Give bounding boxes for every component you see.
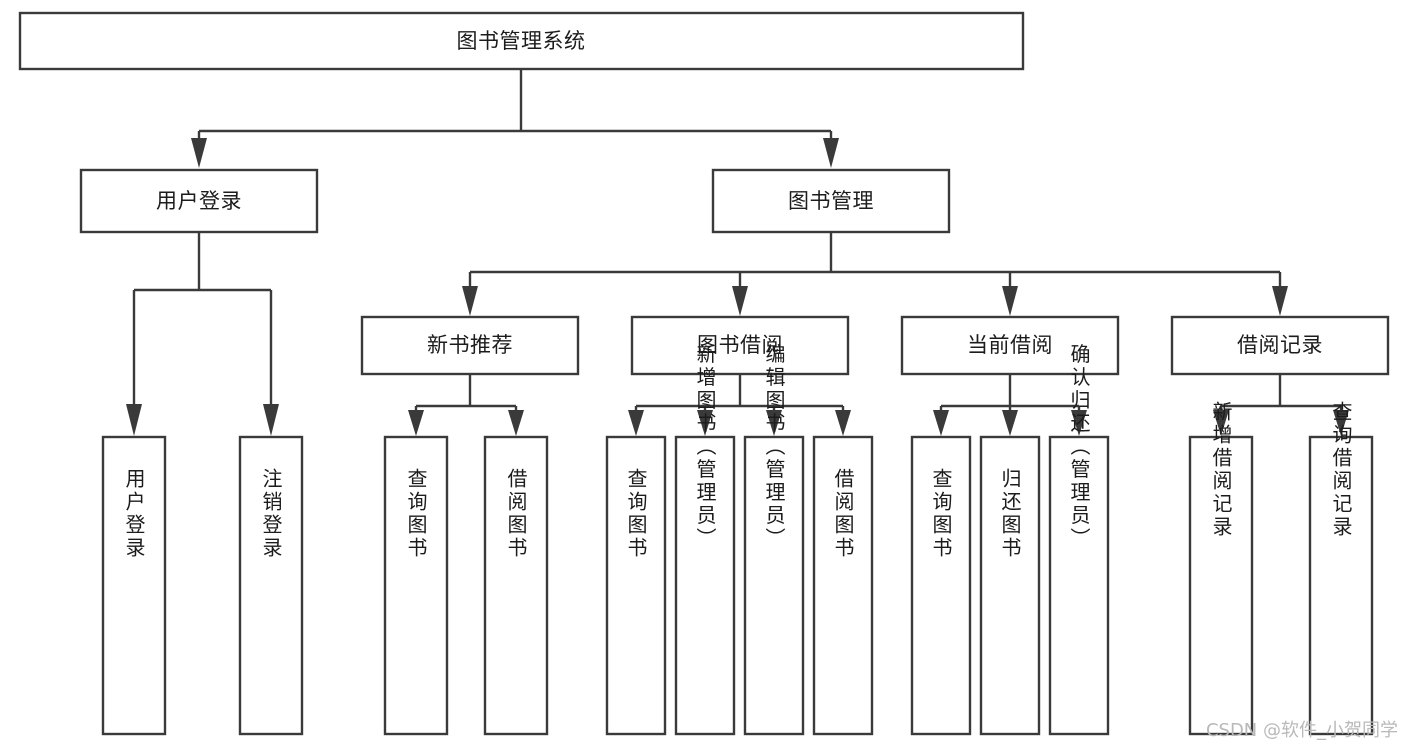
arrow-head-new-book-rec	[462, 286, 478, 316]
leaf-node-current-borrow-2-label: 归还图书	[998, 468, 1022, 560]
leaf-node-book-borrow-1-label: 查询图书	[624, 468, 648, 560]
leaf-node-book-borrow-1[interactable]: 查询图书	[605, 435, 667, 736]
leaf-node-new-book-rec-1[interactable]: 查询图书	[383, 435, 449, 736]
connector-group-new-book-rec	[408, 374, 524, 436]
node-book-borrow-label: 图书借阅	[697, 333, 783, 357]
arrow-head-leaf-user-login-2	[263, 404, 279, 436]
arrow-head-leaf-cb-3	[1071, 410, 1087, 436]
node-book-borrow-box[interactable]	[630, 315, 850, 376]
node-book-manage[interactable]: 图书管理	[711, 168, 951, 234]
leaf-node-current-borrow-1-box[interactable]	[910, 435, 972, 736]
arrow-head-current-borrow	[1002, 286, 1018, 316]
node-new-book-rec-box[interactable]	[360, 315, 580, 376]
arrow-head-leaf-bb-1	[628, 410, 644, 436]
leaf-node-book-borrow-2-label: 新增图书（管理员）	[693, 343, 717, 550]
leaf-node-book-borrow-3[interactable]: 编辑图书（管理员）	[743, 343, 805, 736]
arrow-head-leaf-bb-2	[697, 410, 713, 436]
connector-group-user-login	[126, 233, 279, 436]
node-borrow-record-box[interactable]	[1170, 315, 1390, 376]
leaf-node-current-borrow-2[interactable]: 归还图书	[979, 435, 1041, 736]
node-book-manage-box[interactable]	[711, 168, 951, 234]
leaf-node-book-borrow-4-box[interactable]	[812, 435, 874, 736]
arrow-head-leaf-nbr-1	[408, 410, 424, 436]
leaf-node-current-borrow-1-label: 查询图书	[929, 468, 953, 560]
node-current-borrow-box[interactable]	[900, 315, 1120, 376]
leaf-node-borrow-record-1-box[interactable]	[1188, 435, 1254, 736]
node-book-borrow[interactable]: 图书借阅	[630, 315, 850, 376]
arrow-head-leaf-cb-2	[1002, 410, 1018, 436]
connector-group-current-borrow	[933, 374, 1087, 436]
arrow-head-leaf-cb-1	[933, 410, 949, 436]
arrow-head-leaf-br-2	[1333, 410, 1349, 436]
leaf-node-borrow-record-1[interactable]: 新增借阅记录	[1188, 401, 1254, 736]
leaf-node-book-borrow-2-box[interactable]	[674, 435, 736, 736]
node-borrow-record[interactable]: 借阅记录	[1170, 315, 1390, 376]
arrow-head-leaf-bb-3	[766, 410, 782, 436]
node-root-system-box[interactable]	[18, 11, 1025, 71]
arrow-head-leaf-bb-4	[835, 410, 851, 436]
connector-group-book-borrow	[628, 374, 851, 436]
node-new-book-rec-label: 新书推荐	[427, 333, 513, 357]
csdn-watermark: CSDN @软件_小贺同学	[1206, 720, 1398, 741]
leaf-node-borrow-record-2[interactable]: 查询借阅记录	[1308, 401, 1374, 736]
leaf-node-book-borrow-4[interactable]: 借阅图书	[812, 435, 874, 736]
leaf-node-user-login-2-label: 注销登录	[259, 468, 283, 560]
arrow-head-borrow-record	[1272, 286, 1288, 316]
leaf-node-new-book-rec-1-box[interactable]	[383, 435, 449, 736]
node-current-borrow-label: 当前借阅	[967, 333, 1053, 357]
arrow-head-book-borrow	[732, 286, 748, 316]
leaf-node-book-borrow-4-label: 借阅图书	[831, 468, 855, 560]
leaf-node-book-borrow-3-label: 编辑图书（管理员）	[762, 343, 786, 550]
arrow-head-user-login	[191, 138, 207, 168]
leaf-node-new-book-rec-1-label: 查询图书	[404, 468, 428, 560]
node-user-login-label: 用户登录	[156, 189, 242, 213]
leaf-node-borrow-record-1-label: 新增借阅记录	[1209, 401, 1233, 539]
node-user-login[interactable]: 用户登录	[79, 168, 319, 234]
leaf-node-user-login-2[interactable]: 注销登录	[238, 435, 304, 736]
leaf-node-current-borrow-1[interactable]: 查询图书	[910, 435, 972, 736]
leaf-node-user-login-1[interactable]: 用户登录	[101, 435, 167, 736]
node-book-manage-label: 图书管理	[788, 189, 874, 213]
leaf-node-new-book-rec-2-label: 借阅图书	[504, 468, 528, 560]
leaf-node-user-login-1-box[interactable]	[101, 435, 167, 736]
leaf-node-user-login-1-label: 用户登录	[122, 468, 146, 560]
leaf-node-book-borrow-1-box[interactable]	[605, 435, 667, 736]
arrow-head-leaf-user-login-1	[126, 404, 142, 436]
leaf-node-current-borrow-3[interactable]: 确认归还（管理员）	[1048, 343, 1110, 736]
leaf-node-book-borrow-3-box[interactable]	[743, 435, 805, 736]
node-user-login-box[interactable]	[79, 168, 319, 234]
node-root-system[interactable]: 图书管理系统	[18, 11, 1025, 71]
leaf-node-current-borrow-3-label: 确认归还（管理员）	[1067, 343, 1091, 550]
leaf-node-book-borrow-2[interactable]: 新增图书（管理员）	[674, 343, 736, 736]
leaf-node-borrow-record-2-label: 查询借阅记录	[1329, 401, 1353, 539]
leaf-node-new-book-rec-2[interactable]: 借阅图书	[483, 435, 549, 736]
node-root-system-label: 图书管理系统	[457, 29, 586, 53]
leaf-node-current-borrow-3-box[interactable]	[1048, 435, 1110, 736]
node-borrow-record-label: 借阅记录	[1237, 333, 1323, 357]
arrow-head-leaf-br-1	[1213, 410, 1229, 436]
arrow-head-book-manage	[823, 138, 839, 168]
leaf-node-current-borrow-2-box[interactable]	[979, 435, 1041, 736]
connector-group-borrow-record	[1213, 374, 1349, 436]
connector-group-book-manage	[462, 233, 1288, 316]
node-new-book-rec[interactable]: 新书推荐	[360, 315, 580, 376]
leaf-node-new-book-rec-2-box[interactable]	[483, 435, 549, 736]
leaf-node-user-login-2-box[interactable]	[238, 435, 304, 736]
node-current-borrow[interactable]: 当前借阅	[900, 315, 1120, 376]
connector-group-root	[191, 69, 839, 168]
leaf-node-borrow-record-2-box[interactable]	[1308, 435, 1374, 736]
arrow-head-leaf-nbr-2	[508, 410, 524, 436]
